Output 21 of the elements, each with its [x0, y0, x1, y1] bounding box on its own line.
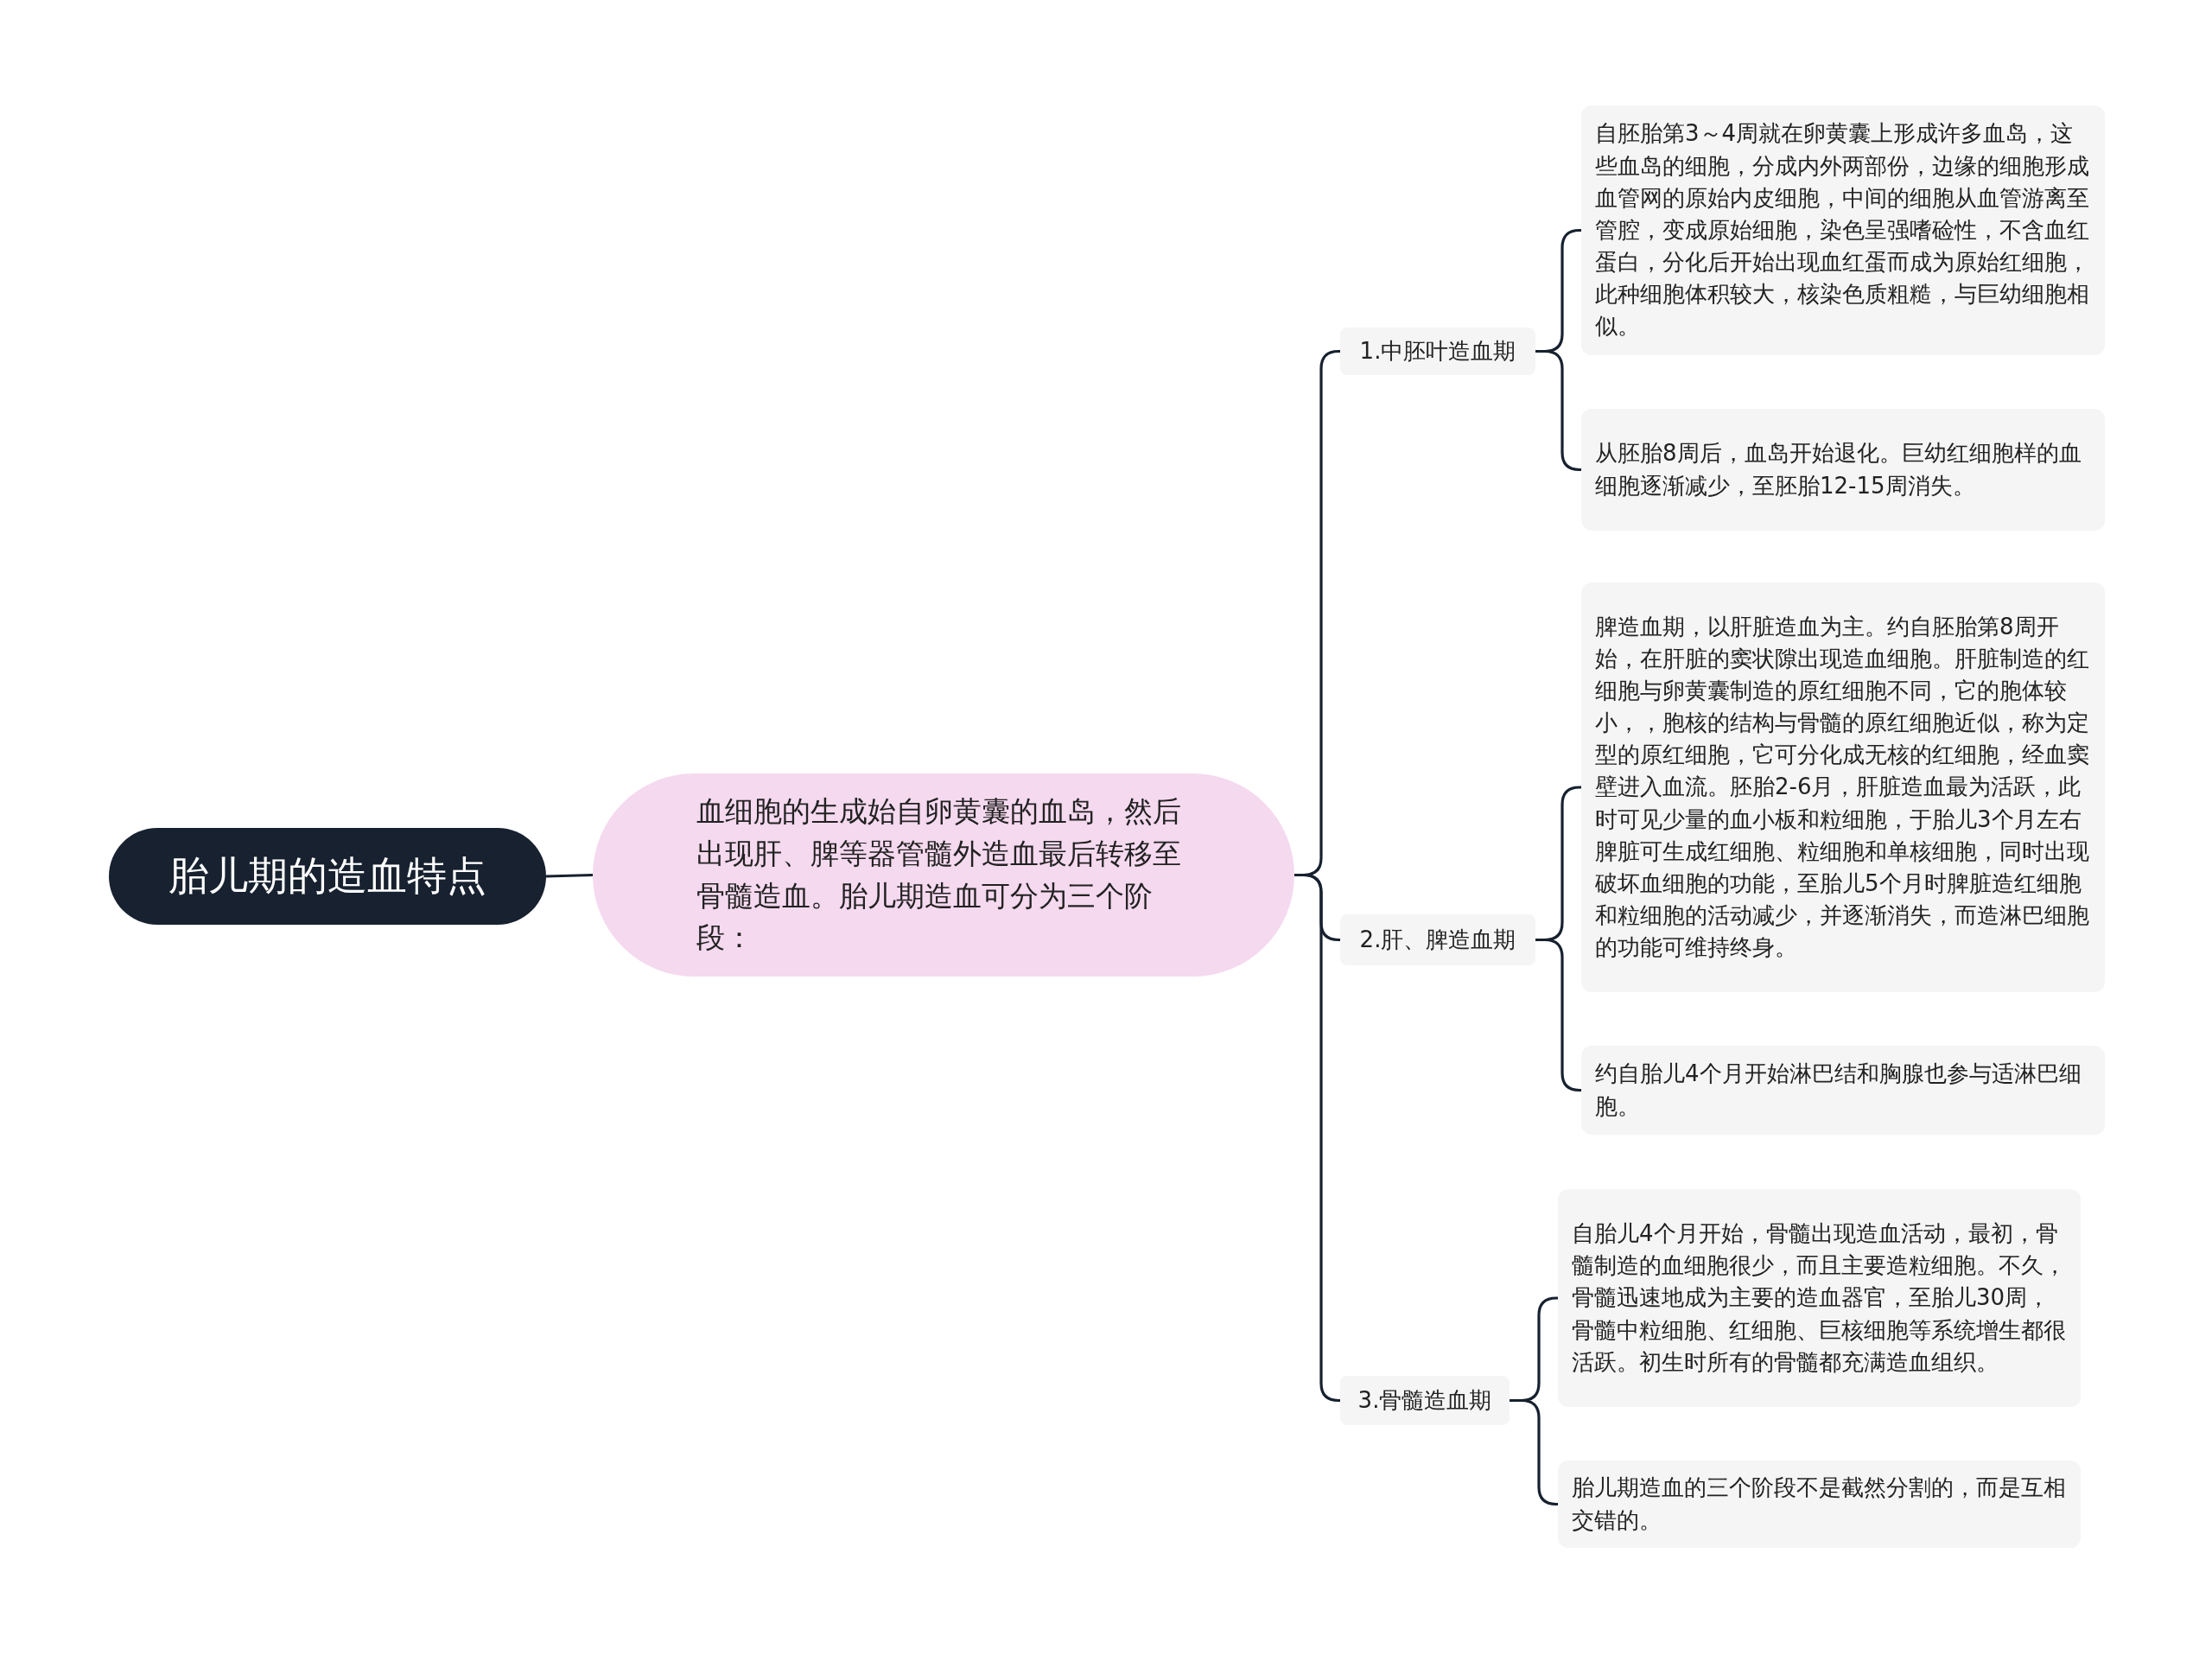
note-box: [1581, 1046, 2105, 1135]
stage-label-box: [1340, 328, 1535, 375]
note-text: 自胎儿4个月开始，骨髓出现造血活动，最初，骨髓制造的血细胞很少，而且主要造粒细胞。不久，骨髓迅速地成为主要的造血器官，至胎儿30周，骨髓中粒细胞、红细胞、巨核细胞等系统增生都很活跃。初生时所有的骨髓都充满造血组织。: [1572, 1219, 2067, 1377]
stage-label: 2.肝、脾造血期: [1359, 925, 1516, 954]
note-box: [1581, 105, 2105, 355]
note-box: [1581, 582, 2105, 992]
stage-label: 3.骨髓造血期: [1357, 1385, 1492, 1415]
connector-line: [545, 873, 594, 878]
stage-label: 1.中胚叶造血期: [1359, 336, 1516, 366]
note-text: 自胚胎第3～4周就在卵黄囊上形成许多血岛，这些血岛的细胞，分成内外两部份，边缘的细胞形成血管网的原始内皮细胞，中间的细胞从血管游离至管腔，变成原始细胞，染色呈强嗜硷性，不含血红蛋白，分化后开始出现血红蛋而成为原始红细胞，此种细胞体积较大，核染色质粗糙，与巨幼细胞相似。: [1595, 119, 2090, 341]
summary-text: 血细胞的生成始自卵黄囊的血岛，然后出现肝、脾等器管髓外造血最后转移至骨髓造血。胎儿期造血可分为三个阶段：: [696, 792, 1182, 957]
stage-label-box: [1340, 1376, 1510, 1425]
note-text: 胎儿期造血的三个阶段不是截然分割的，而是互相交错的。: [1572, 1474, 2067, 1535]
note-box: [1558, 1189, 2081, 1407]
stage-label-box: [1340, 914, 1535, 965]
note-text: 脾造血期，以肝脏造血为主。约自胚胎第8周开始，在肝脏的窦状隙出现造血细胞。肝脏制造的红细胞与卵黄囊制造的原红细胞不同，它的胞体较小，，胞核的结构与骨髓的原红细胞近似，称为定型的原红细胞，它可分化成无核的红细胞，经血窦壁进入血流。胚胎2-6月，肝脏造血最为活跃，此时可见少量的血小板和粒细胞，于胎儿3个月左右脾脏可生成红细胞、粒细胞和单核细胞，同时出现破坏血细胞的功能，至胎儿5个月时脾脏造红细胞和粒细胞的活动减少，并逐渐消失，而造淋巴细胞的功能可维持终身。: [1595, 612, 2090, 963]
note-text: 约自胎儿4个月开始淋巴结和胸腺也参与适淋巴细胞。: [1595, 1060, 2082, 1121]
note-box: [1558, 1461, 2081, 1548]
topic-title: 胎儿期的造血特点: [168, 851, 486, 901]
note-box: [1581, 409, 2105, 531]
note-text: 从胚胎8周后，血岛开始退化。巨幼红细胞样的血细胞逐渐减少，至胚胎12-15周消失。: [1595, 439, 2082, 500]
